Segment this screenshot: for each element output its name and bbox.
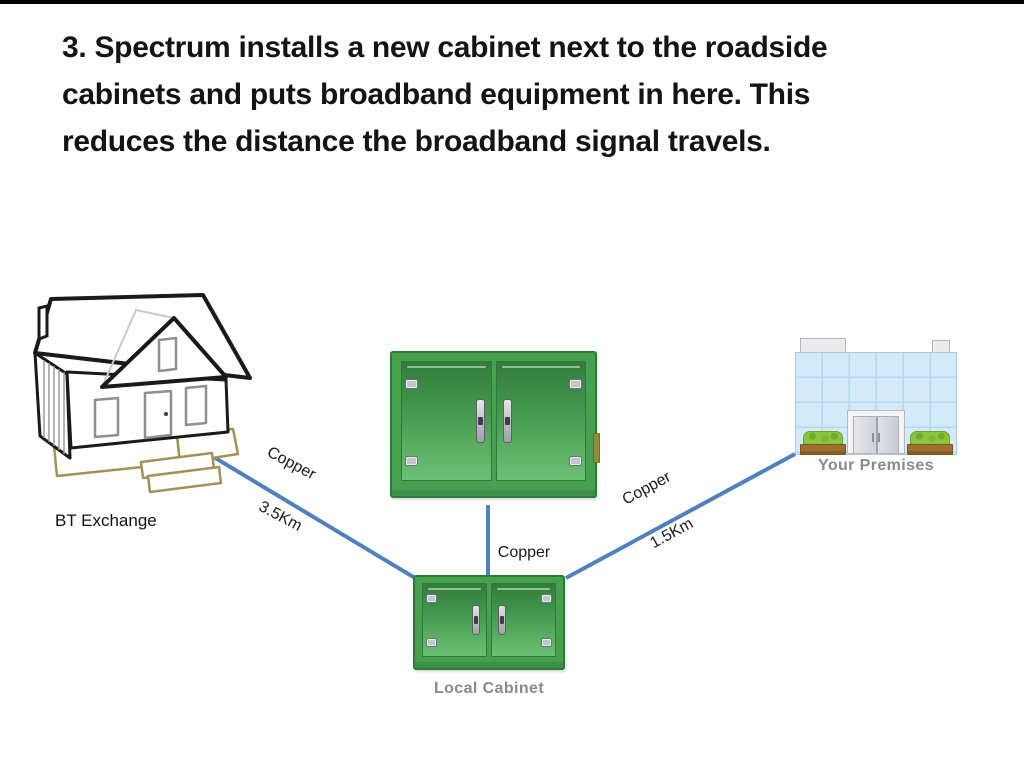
- cabinet-door-left: [401, 361, 492, 481]
- planter-icon: [907, 431, 953, 455]
- front-door: [143, 389, 173, 440]
- hinge-icon: [426, 638, 437, 648]
- bt-exchange-illustration: [33, 293, 252, 494]
- cabinet-door-right: [491, 583, 556, 657]
- link-exchange-medium-label: Copper: [264, 443, 319, 484]
- link-premises-distance-label: 1.5Km: [647, 515, 697, 553]
- your-premises-label: Your Premises: [817, 457, 935, 474]
- hinge-icon: [541, 594, 552, 604]
- new-cabinet-illustration: [390, 351, 600, 498]
- door-handle-icon: [475, 399, 485, 443]
- hinge-icon: [426, 594, 437, 604]
- link-exchange-distance-label: 3.5Km: [255, 498, 305, 535]
- cabinet-door-left: [422, 583, 487, 657]
- hinge-icon: [569, 378, 582, 389]
- link-premises-medium-label: Copper: [619, 468, 674, 509]
- title-line-3: reduces the distance the broadband signa…: [62, 125, 771, 158]
- building-entrance: [847, 410, 905, 454]
- door-divider: [876, 417, 878, 453]
- front-window-right: [184, 384, 208, 427]
- slide-title: 3. Spectrum installs a new cabinet next …: [62, 24, 828, 165]
- hinge-icon: [405, 378, 418, 389]
- title-line-1: 3. Spectrum installs a new cabinet next …: [62, 31, 828, 64]
- front-window-left: [93, 396, 120, 439]
- link-local-to-premises-line: [565, 452, 796, 580]
- hinge-icon: [405, 455, 418, 466]
- bt-exchange-label: BT Exchange: [55, 511, 157, 530]
- planter-icon: [800, 431, 846, 455]
- gable-window: [157, 336, 178, 373]
- door-handle-icon: [498, 605, 506, 635]
- link-newcabinet-medium-label: Copper: [497, 544, 551, 561]
- cabinet-latch-icon: [593, 433, 600, 464]
- door-handle-icon: [472, 605, 480, 635]
- door-knob: [164, 412, 168, 416]
- cabinet-door-right: [495, 361, 586, 481]
- entrance-doors: [853, 416, 899, 453]
- hinge-icon: [541, 638, 552, 648]
- door-handle-icon: [502, 399, 512, 443]
- local-cabinet-illustration: [413, 575, 565, 670]
- local-cabinet-label: Local Cabinet: [433, 680, 545, 697]
- hinge-icon: [569, 455, 582, 466]
- your-premises-illustration: [795, 338, 957, 455]
- title-line-2: cabinets and puts broadband equipment in…: [62, 78, 811, 111]
- slide-top-border: [0, 0, 1024, 4]
